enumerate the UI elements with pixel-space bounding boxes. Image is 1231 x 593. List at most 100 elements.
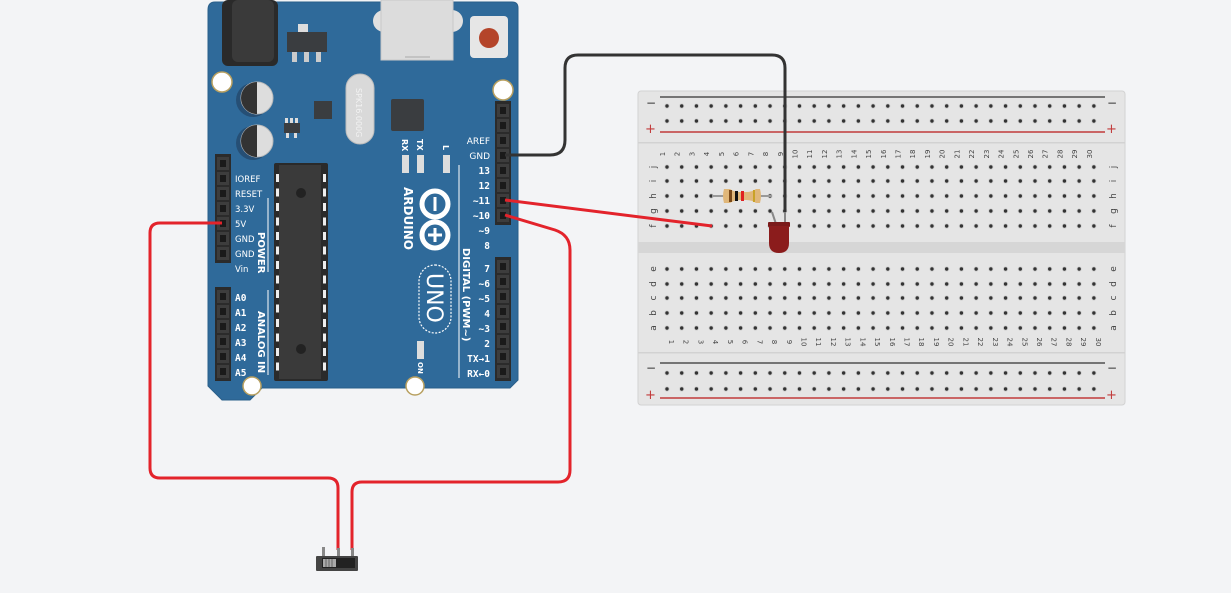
header-socket[interactable] bbox=[497, 209, 509, 222]
breadboard-hole[interactable] bbox=[1062, 104, 1067, 108]
breadboard-hole[interactable] bbox=[827, 179, 831, 183]
breadboard-hole[interactable] bbox=[959, 119, 964, 123]
breadboard-hole[interactable] bbox=[974, 282, 978, 286]
breadboard-hole[interactable] bbox=[680, 267, 684, 271]
header-socket[interactable] bbox=[217, 290, 229, 303]
breadboard-hole[interactable] bbox=[694, 104, 699, 108]
breadboard-hole[interactable] bbox=[1033, 209, 1037, 213]
header-socket[interactable] bbox=[217, 335, 229, 348]
breadboard-hole[interactable] bbox=[944, 224, 949, 228]
breadboard-hole[interactable] bbox=[1092, 296, 1096, 300]
breadboard-hole[interactable] bbox=[856, 326, 861, 330]
breadboard-hole[interactable] bbox=[709, 311, 713, 315]
breadboard-hole[interactable] bbox=[1048, 296, 1052, 300]
breadboard-hole[interactable] bbox=[930, 296, 934, 300]
breadboard-hole[interactable] bbox=[1092, 209, 1096, 213]
breadboard-hole[interactable] bbox=[930, 179, 934, 183]
breadboard-hole[interactable] bbox=[768, 311, 772, 315]
breadboard-hole[interactable] bbox=[1018, 119, 1022, 123]
breadboard-hole[interactable] bbox=[959, 267, 964, 271]
wire-5v-red[interactable] bbox=[148, 221, 340, 550]
breadboard-hole[interactable] bbox=[665, 371, 669, 375]
switch-slider-handle[interactable] bbox=[323, 559, 336, 567]
breadboard-hole[interactable] bbox=[738, 209, 743, 213]
breadboard-hole[interactable] bbox=[900, 282, 905, 286]
breadboard-hole[interactable] bbox=[1077, 194, 1081, 198]
breadboard-hole[interactable] bbox=[841, 326, 846, 330]
breadboard-hole[interactable] bbox=[856, 311, 861, 315]
header-socket[interactable] bbox=[217, 202, 229, 215]
breadboard-hole[interactable] bbox=[812, 209, 816, 213]
header-socket[interactable] bbox=[497, 134, 509, 147]
breadboard-hole[interactable] bbox=[753, 165, 758, 169]
breadboard-hole[interactable] bbox=[944, 104, 949, 108]
breadboard-hole[interactable] bbox=[827, 224, 831, 228]
breadboard-hole[interactable] bbox=[841, 267, 846, 271]
breadboard-hole[interactable] bbox=[974, 194, 978, 198]
breadboard-hole[interactable] bbox=[797, 179, 802, 183]
header-socket[interactable] bbox=[497, 335, 509, 348]
breadboard-hole[interactable] bbox=[944, 119, 949, 123]
header-socket[interactable] bbox=[497, 260, 509, 273]
breadboard-hole[interactable] bbox=[974, 119, 978, 123]
breadboard-hole[interactable] bbox=[944, 194, 949, 198]
breadboard-hole[interactable] bbox=[1062, 282, 1067, 286]
breadboard-hole[interactable] bbox=[680, 326, 684, 330]
breadboard-hole[interactable] bbox=[783, 387, 787, 391]
header-socket[interactable] bbox=[217, 217, 229, 230]
breadboard-hole[interactable] bbox=[1003, 209, 1008, 213]
breadboard-hole[interactable] bbox=[680, 296, 684, 300]
breadboard-hole[interactable] bbox=[1092, 387, 1096, 391]
breadboard-hole[interactable] bbox=[900, 371, 905, 375]
breadboard-hole[interactable] bbox=[753, 282, 758, 286]
breadboard-hole[interactable] bbox=[665, 179, 669, 183]
header-socket[interactable] bbox=[217, 247, 229, 260]
header-socket[interactable] bbox=[217, 350, 229, 363]
breadboard-hole[interactable] bbox=[709, 371, 713, 375]
breadboard-hole[interactable] bbox=[1003, 179, 1008, 183]
breadboard-hole[interactable] bbox=[724, 267, 728, 271]
breadboard-hole[interactable] bbox=[680, 165, 684, 169]
breadboard-hole[interactable] bbox=[797, 267, 802, 271]
breadboard-hole[interactable] bbox=[1092, 179, 1096, 183]
breadboard-hole[interactable] bbox=[974, 387, 978, 391]
breadboard-hole[interactable] bbox=[797, 387, 802, 391]
breadboard-hole[interactable] bbox=[709, 296, 713, 300]
breadboard-hole[interactable] bbox=[989, 282, 993, 286]
breadboard-hole[interactable] bbox=[812, 224, 816, 228]
breadboard-hole[interactable] bbox=[738, 165, 743, 169]
breadboard-hole[interactable] bbox=[1077, 371, 1081, 375]
breadboard-hole[interactable] bbox=[665, 119, 669, 123]
breadboard-hole[interactable] bbox=[1077, 209, 1081, 213]
breadboard-hole[interactable] bbox=[1048, 209, 1052, 213]
breadboard-hole[interactable] bbox=[930, 326, 934, 330]
breadboard-hole[interactable] bbox=[827, 371, 831, 375]
breadboard-hole[interactable] bbox=[827, 165, 831, 169]
breadboard-hole[interactable] bbox=[944, 267, 949, 271]
breadboard-hole[interactable] bbox=[1018, 104, 1022, 108]
breadboard-hole[interactable] bbox=[871, 194, 875, 198]
breadboard-hole[interactable] bbox=[753, 104, 758, 108]
breadboard-hole[interactable] bbox=[724, 282, 728, 286]
breadboard-hole[interactable] bbox=[738, 224, 743, 228]
breadboard-hole[interactable] bbox=[1018, 371, 1022, 375]
breadboard-hole[interactable] bbox=[709, 267, 713, 271]
breadboard-hole[interactable] bbox=[1033, 282, 1037, 286]
breadboard-hole[interactable] bbox=[694, 179, 699, 183]
breadboard-hole[interactable] bbox=[871, 282, 875, 286]
breadboard-hole[interactable] bbox=[783, 371, 787, 375]
breadboard-hole[interactable] bbox=[783, 267, 787, 271]
breadboard-hole[interactable] bbox=[974, 224, 978, 228]
breadboard-hole[interactable] bbox=[665, 194, 669, 198]
breadboard-hole[interactable] bbox=[1033, 119, 1037, 123]
header-socket[interactable] bbox=[497, 350, 509, 363]
breadboard-hole[interactable] bbox=[856, 224, 861, 228]
breadboard-hole[interactable] bbox=[768, 165, 772, 169]
breadboard-hole[interactable] bbox=[1018, 387, 1022, 391]
header-socket[interactable] bbox=[217, 172, 229, 185]
breadboard-hole[interactable] bbox=[886, 326, 890, 330]
breadboard-hole[interactable] bbox=[989, 311, 993, 315]
header-socket[interactable] bbox=[497, 149, 509, 162]
breadboard-hole[interactable] bbox=[871, 179, 875, 183]
breadboard-hole[interactable] bbox=[1092, 224, 1096, 228]
